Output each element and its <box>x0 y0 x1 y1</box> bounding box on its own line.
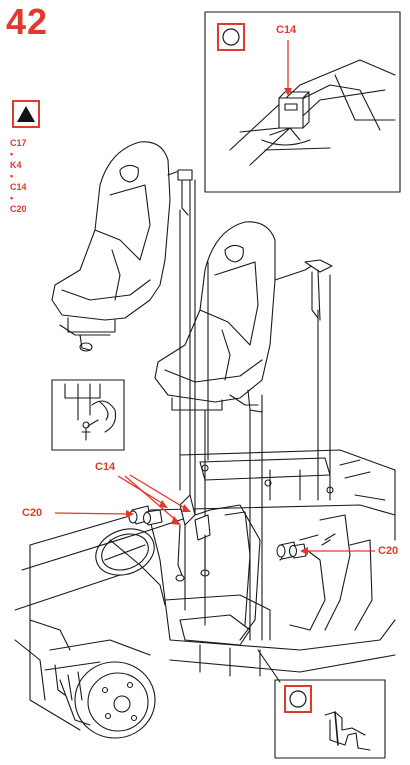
inset-top-detail <box>204 11 401 193</box>
circle-icon <box>289 690 307 708</box>
parts-list-item: K4 <box>10 160 22 170</box>
parts-list-separator: • <box>10 193 14 203</box>
inset-screw-detail <box>51 379 125 451</box>
callout-c14-middle: C14 <box>95 461 116 473</box>
callout-arrows <box>54 40 375 552</box>
seat-right <box>154 221 333 413</box>
circle-icon <box>222 28 240 46</box>
tool-icon-bottom <box>284 685 312 713</box>
warning-icon <box>12 100 40 128</box>
callout-c14-inset: C14 <box>276 24 297 36</box>
callout-c20-right: C20 <box>378 545 399 557</box>
parts-list-item: C14 <box>10 182 27 192</box>
seat-left <box>51 141 193 352</box>
parts-list-separator: • <box>10 171 14 181</box>
car-chassis <box>14 449 396 739</box>
inset-bottom-detail <box>274 679 386 759</box>
tool-icon-top <box>217 23 245 51</box>
arrowheads <box>126 88 308 555</box>
parts-list-item: C20 <box>10 204 27 214</box>
parts-list-item: C17 <box>10 138 27 148</box>
step-number: 42 <box>6 1 49 42</box>
parts-list-separator: • <box>10 149 14 159</box>
callout-c20-left: C20 <box>22 507 43 519</box>
parts-list: C17 • K4 • C14 • C20 <box>10 138 27 215</box>
